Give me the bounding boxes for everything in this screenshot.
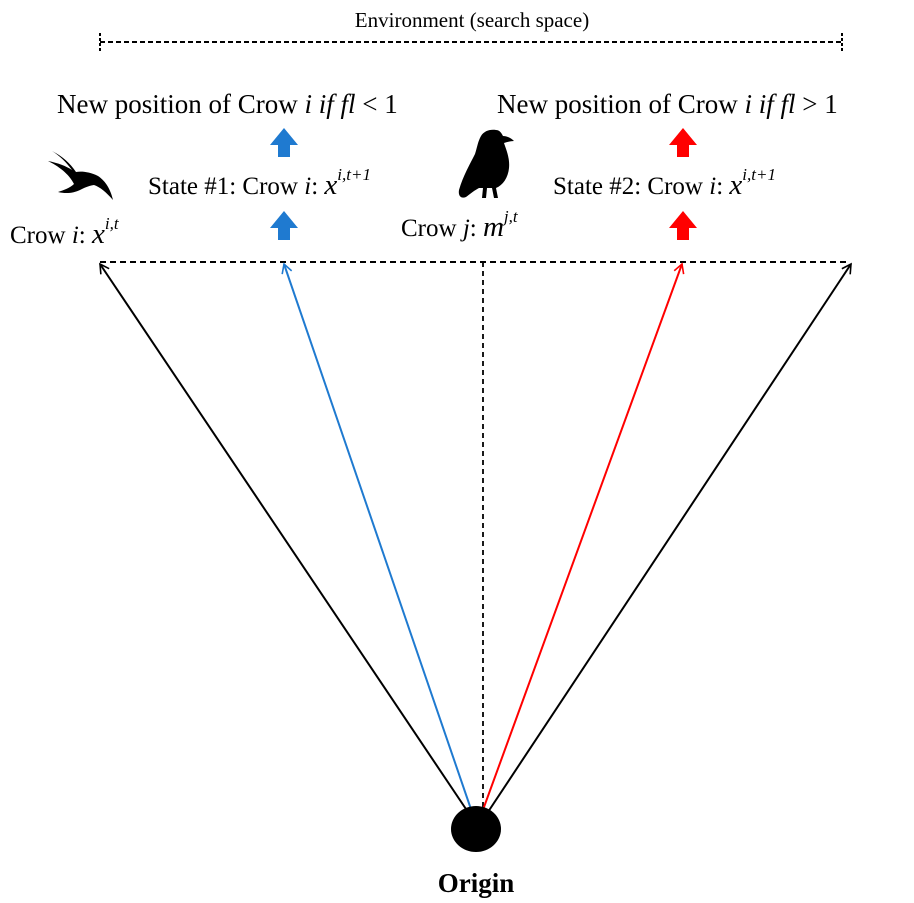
standing-crow-icon <box>458 129 514 198</box>
state1-label: State #1: Crow i: xi,t+1 <box>148 165 371 201</box>
blue-arrow-upper <box>270 128 298 157</box>
vector-crow-i <box>99 262 473 819</box>
environment-bracket <box>99 33 843 51</box>
vector-boundary-right <box>483 262 852 819</box>
blue-arrow-lower <box>270 211 298 240</box>
crow-j-label: Crow j: mj,t <box>401 207 519 243</box>
state2-label: State #2: Crow i: xi,t+1 <box>553 165 776 201</box>
flying-bird-icon <box>48 151 113 200</box>
new-position-right-label: New position of Crow i if fl > 1 <box>497 89 838 119</box>
vector-state2 <box>479 262 685 819</box>
vector-state1 <box>281 262 475 819</box>
origin-label: Origin <box>438 868 515 898</box>
red-arrow-upper <box>669 128 697 157</box>
new-position-left-label: New position of Crow i if fl < 1 <box>57 89 398 119</box>
red-arrow-lower <box>669 211 697 240</box>
environment-label: Environment (search space) <box>355 8 589 32</box>
crow-i-label: Crow i: xi,t <box>10 214 120 250</box>
origin-point <box>451 806 501 852</box>
